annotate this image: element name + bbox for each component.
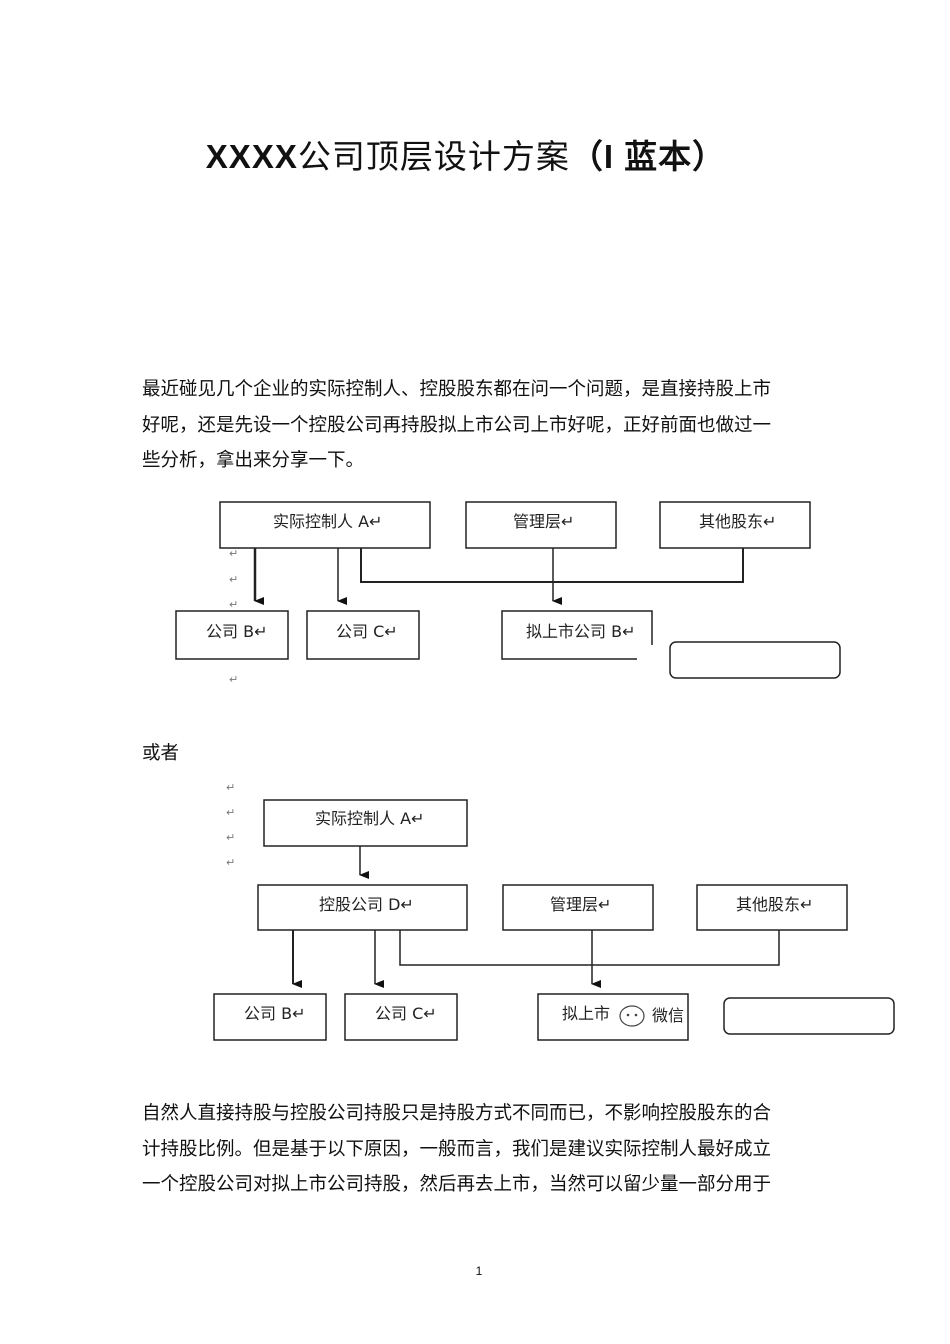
return-mark: ↵ [226, 806, 235, 819]
body-paragraph: 自然人直接持股与控股公司持股只是持股方式不同而已，不影响控股股东的合 计持股比例… [142, 1096, 812, 1203]
diagram-direct-holding [175, 501, 841, 679]
return-mark: ↵ [229, 598, 238, 611]
title-suffix: （I 蓝本） [569, 138, 727, 175]
title-main: 公司顶层设计方案 [297, 137, 570, 176]
label-company-b: 公司 B↵ [244, 1004, 305, 1023]
box-other-shareholders [659, 501, 811, 549]
return-mark: ↵ [229, 547, 238, 560]
box-management [502, 884, 654, 931]
return-mark: ↵ [226, 831, 235, 844]
label-company-c: 公司 C↵ [336, 622, 398, 641]
label-controller: 实际控制人 A↵ [315, 809, 424, 828]
document-title: XXXX公司顶层设计方案（I 蓝本） [0, 130, 932, 178]
box-holding-company [257, 884, 468, 931]
return-mark: ↵ [226, 856, 235, 869]
or-label: 或者 [142, 736, 812, 772]
label-other-shareholders: 其他股东↵ [699, 512, 776, 531]
text-line: 或者 [142, 743, 180, 764]
box-ipo-company [501, 610, 653, 660]
page-number: 1 [475, 1264, 483, 1278]
text-line: 自然人直接持股与控股公司持股只是持股方式不同而已，不影响控股股东的合 [142, 1103, 772, 1124]
label-controller: 实际控制人 A↵ [273, 512, 382, 531]
box-controller [263, 799, 468, 847]
label-holding-company: 控股公司 D↵ [319, 895, 414, 914]
intro-paragraph: 最近碰见几个企业的实际控制人、控股股东都在问一个问题，是直接持股上市 好呢，还是… [142, 372, 812, 479]
label-ipo-company: 拟上市 [562, 1004, 610, 1023]
wechat-watermark-icon [619, 1005, 645, 1027]
return-mark: ↵ [226, 781, 235, 794]
label-management: 管理层↵ [550, 895, 611, 914]
box-company-c [344, 993, 458, 1041]
box-other-shareholders [696, 884, 848, 931]
box-management [465, 501, 617, 549]
title-prefix: XXXX [205, 138, 298, 175]
label-company-c: 公司 C↵ [375, 1004, 437, 1023]
box-company-c [306, 610, 420, 660]
label-other-shareholders: 其他股东↵ [736, 895, 813, 914]
empty-rounded-box [669, 641, 841, 679]
watermark-text: 微信 [652, 1006, 684, 1025]
return-mark: ↵ [229, 573, 238, 586]
return-mark: ↵ [229, 673, 238, 686]
label-company-b: 公司 B↵ [206, 622, 267, 641]
text-line: 好呢，还是先设一个控股公司再持股拟上市公司上市好呢，正好前面也做过一 [142, 414, 772, 436]
box-company-b [213, 993, 327, 1041]
text-line: 一个控股公司对拟上市公司持股，然后再去上市，当然可以留少量一部分用于 [142, 1174, 772, 1195]
diagram-holding-company [213, 799, 895, 1041]
empty-rounded-box [723, 997, 895, 1035]
text-line: 计持股比例。但是基于以下原因，一般而言，我们是建议实际控制人最好成立 [142, 1138, 772, 1160]
label-management: 管理层↵ [513, 512, 574, 531]
box-company-b [175, 610, 289, 660]
text-line: 最近碰见几个企业的实际控制人、控股股东都在问一个问题，是直接持股上市 [142, 379, 772, 400]
box-controller [219, 501, 431, 549]
label-ipo-company: 拟上市公司 B↵ [526, 622, 635, 641]
text-line: 些分析，拿出来分享一下。 [142, 450, 365, 471]
box-ipo-company [537, 993, 689, 1041]
